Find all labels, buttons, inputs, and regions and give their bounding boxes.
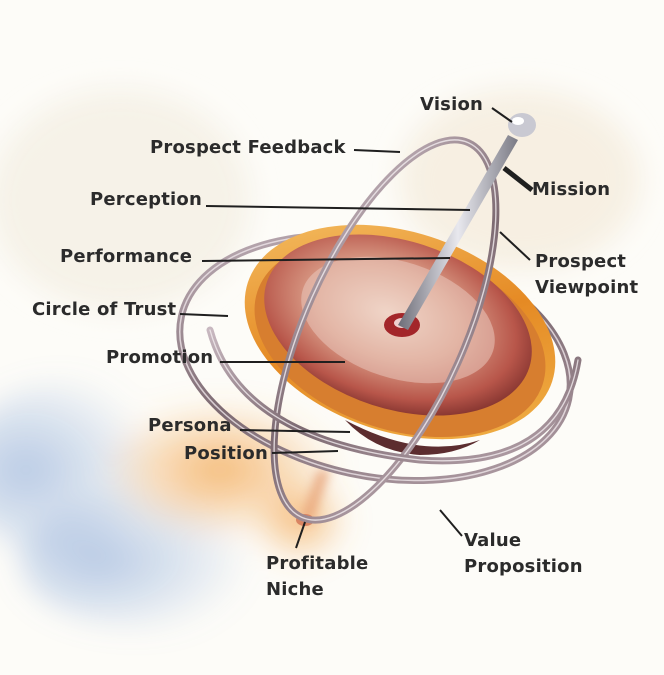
- label-prospect-viewpoint-line2: Viewpoint: [535, 277, 639, 298]
- label-vision: Vision: [420, 94, 484, 115]
- label-prospect-viewpoint-line1: Prospect: [535, 251, 627, 272]
- label-value-proposition: Value Proposition: [464, 528, 583, 580]
- label-profitable-niche-line1: Profitable: [266, 553, 369, 574]
- label-persona: Persona: [148, 415, 232, 436]
- label-circle-of-trust: Circle of Trust: [32, 299, 177, 320]
- label-perception: Perception: [90, 189, 202, 210]
- label-profitable-niche: Profitable Niche: [266, 551, 368, 603]
- label-position: Position: [184, 443, 268, 464]
- leader-lines: [179, 107, 534, 549]
- label-performance: Performance: [60, 246, 193, 267]
- label-value-proposition-line1: Value: [464, 530, 522, 551]
- label-prospect-viewpoint: Prospect Viewpoint: [535, 249, 638, 301]
- gyroscope-axle: [398, 113, 536, 330]
- front-gimbal-ring: [206, 326, 582, 465]
- label-value-proposition-line2: Proposition: [464, 556, 583, 577]
- label-profitable-niche-line2: Niche: [266, 579, 324, 600]
- vertical-gimbal-ring: [270, 136, 500, 524]
- label-mission: Mission: [532, 179, 611, 200]
- label-promotion: Promotion: [106, 347, 214, 368]
- label-prospect-feedback: Prospect Feedback: [150, 137, 346, 158]
